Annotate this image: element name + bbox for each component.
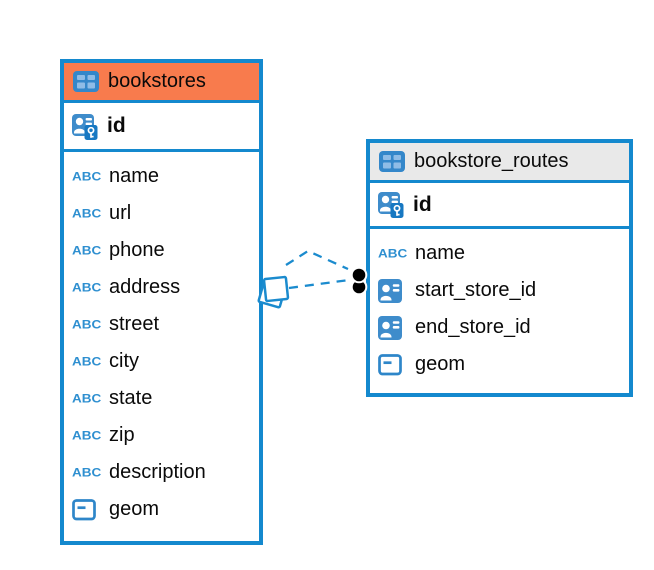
foreign-key-icon	[378, 315, 415, 340]
entity-bookstore-routes[interactable]: bookstore_routes id ABC name start_store…	[366, 139, 633, 397]
column-row-city[interactable]: ABC city	[64, 343, 259, 380]
foreign-key-icon	[378, 278, 415, 303]
column-name: name	[109, 165, 160, 187]
column-row-id[interactable]: id	[64, 103, 259, 152]
entity-header-bookstores[interactable]: bookstores	[64, 63, 259, 103]
column-row-geom[interactable]: geom	[64, 491, 259, 528]
column-name: state	[109, 387, 153, 409]
column-name: description	[109, 461, 206, 483]
column-name: street	[109, 313, 160, 335]
text-type-icon: ABC	[72, 428, 102, 443]
column-name: id	[107, 114, 126, 137]
column-name: geom	[109, 498, 160, 520]
relationship-lines[interactable]	[285, 249, 350, 290]
column-row-phone[interactable]: ABC phone	[64, 232, 259, 269]
column-row-url[interactable]: ABC url	[64, 195, 259, 232]
column-name: url	[109, 202, 132, 224]
table-name: bookstore_routes	[414, 150, 569, 172]
text-type-icon: ABC	[72, 465, 102, 480]
column-list: ABC name start_store_id end_store_id ge	[370, 229, 629, 387]
geometry-type-icon	[72, 498, 109, 521]
column-row-end-store-id[interactable]: end_store_id	[370, 309, 629, 346]
primary-key-icon	[377, 191, 405, 219]
text-type-icon: ABC	[72, 391, 102, 406]
column-row-geom[interactable]: geom	[370, 346, 629, 383]
column-name: phone	[109, 239, 165, 261]
column-name: city	[109, 350, 139, 372]
column-row-name[interactable]: ABC name	[370, 235, 629, 272]
text-type-icon: ABC	[72, 354, 102, 369]
column-row-id[interactable]: id	[370, 183, 629, 229]
column-name: end_store_id	[415, 316, 531, 338]
column-list: ABC name ABC url ABC phone ABC address A…	[64, 152, 259, 532]
column-name: start_store_id	[415, 279, 537, 301]
entity-bookstores[interactable]: bookstores id ABC name ABC url ABC phone…	[60, 59, 263, 545]
table-icon	[379, 151, 405, 172]
primary-key-icon	[71, 112, 99, 141]
column-row-zip[interactable]: ABC zip	[64, 417, 259, 454]
column-name: geom	[415, 353, 466, 375]
column-row-street[interactable]: ABC street	[64, 306, 259, 343]
column-name: name	[415, 242, 466, 264]
table-icon	[73, 71, 99, 92]
geometry-type-icon	[378, 353, 415, 376]
column-name: address	[109, 276, 181, 298]
column-row-state[interactable]: ABC state	[64, 380, 259, 417]
text-type-icon: ABC	[72, 317, 102, 332]
column-name: zip	[109, 424, 135, 446]
table-name: bookstores	[108, 70, 206, 92]
text-type-icon: ABC	[72, 169, 102, 184]
column-row-address[interactable]: ABC address	[64, 269, 259, 306]
column-row-description[interactable]: ABC description	[64, 454, 259, 491]
column-row-start-store-id[interactable]: start_store_id	[370, 272, 629, 309]
text-type-icon: ABC	[378, 246, 408, 261]
text-type-icon: ABC	[72, 206, 102, 221]
text-type-icon: ABC	[72, 243, 102, 258]
column-name: id	[413, 192, 432, 216]
text-type-icon: ABC	[72, 280, 102, 295]
entity-header-bookstore-routes[interactable]: bookstore_routes	[370, 143, 629, 183]
relationship-target-anchor-icon[interactable]	[350, 266, 368, 296]
column-row-name[interactable]: ABC name	[64, 158, 259, 195]
